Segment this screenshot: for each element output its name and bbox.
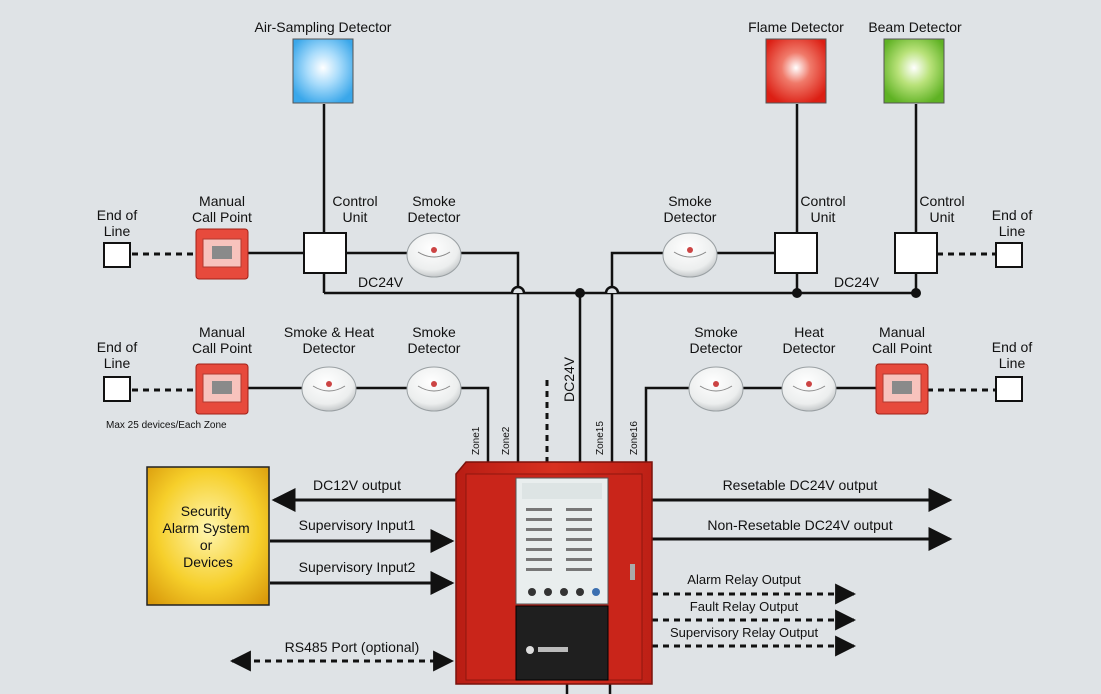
panel-led-rows	[526, 508, 592, 571]
security-alarm-system-box	[146, 466, 270, 606]
zone1-label: Zone1	[471, 426, 482, 455]
beam-label: Beam Detector	[868, 19, 962, 35]
non-resetable-dc24v-label: Non-Resetable DC24V output	[707, 517, 892, 533]
manual-call-point-icon	[195, 228, 249, 280]
bus-junctions	[510, 285, 921, 298]
flame-detector	[765, 38, 827, 104]
beam-detector	[883, 38, 945, 104]
smoke-detector-icon	[406, 232, 462, 278]
smoke-detector-icon	[406, 366, 462, 412]
security-alarm-label: Security Alarm System or Devices	[162, 503, 253, 570]
left-links	[229, 488, 456, 672]
dc12v-output-label: DC12V output	[313, 477, 401, 493]
max-devices-note: Max 25 devices/Each Zone	[106, 420, 227, 431]
supervisory-input2-label: Supervisory Input2	[299, 559, 416, 575]
smoke-detector-icon	[688, 366, 744, 412]
wiring	[248, 104, 918, 694]
right-links	[652, 488, 953, 657]
air-sampling-detector	[292, 38, 354, 104]
zone16-label: Zone16	[629, 421, 640, 455]
heat-detector-icon	[781, 366, 837, 412]
air-sampling-label: Air-Sampling Detector	[255, 19, 392, 35]
fire-alarm-control-panel	[455, 461, 653, 685]
alarm-relay-label: Alarm Relay Output	[687, 572, 801, 587]
supervisory-input1-label: Supervisory Input1	[299, 517, 416, 533]
supervisory-relay-label: Supervisory Relay Output	[670, 625, 819, 640]
manual-call-point-icon	[875, 363, 929, 415]
rs485-port-label: RS485 Port (optional)	[285, 639, 420, 655]
manual-call-point-icon	[195, 363, 249, 415]
dc24v-label: DC24V	[834, 274, 880, 290]
resetable-dc24v-label: Resetable DC24V output	[723, 477, 878, 493]
end-of-line-dashes	[132, 252, 996, 462]
panel-lock	[630, 564, 635, 580]
zone2-label: Zone2	[501, 426, 512, 455]
flame-label: Flame Detector	[748, 19, 844, 35]
dc24v-label: DC24V	[358, 274, 404, 290]
smoke-heat-detector-icon	[301, 366, 357, 412]
smoke-detector-icon	[662, 232, 718, 278]
zone15-label: Zone15	[595, 421, 606, 455]
fault-relay-label: Fault Relay Output	[690, 599, 799, 614]
panel-buttons	[528, 588, 600, 596]
control-units	[303, 232, 938, 274]
dc24v-vertical-label: DC24V	[561, 356, 577, 402]
end-of-line-boxes	[103, 242, 1023, 402]
